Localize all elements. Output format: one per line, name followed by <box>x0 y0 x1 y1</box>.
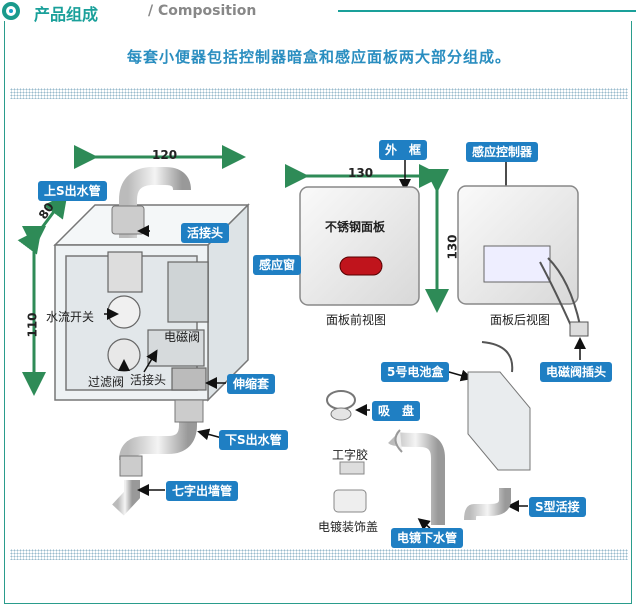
dot-divider-top <box>10 88 628 99</box>
dot-divider-bottom <box>10 549 628 560</box>
sensor-window <box>339 256 383 276</box>
content-frame <box>4 21 632 604</box>
header-rule <box>338 10 636 12</box>
caption-back-view: 面板后视图 <box>490 313 551 327</box>
dim-panel-width: 130 <box>348 166 374 180</box>
label-suction-cup: 吸 盘 <box>372 401 421 421</box>
caption-front-view: 面板前视图 <box>326 313 387 327</box>
label-h-glue: 工字胶 <box>332 448 369 462</box>
label-sensor-controller: 感应控制器 <box>466 142 539 162</box>
label-water-switch: 水流开关 <box>46 310 95 324</box>
label-stainless-panel: 不锈钢面板 <box>325 220 386 234</box>
label-sensor-window: 感应窗 <box>253 255 302 275</box>
section-title: 产品组成 <box>34 5 99 24</box>
dim-box-width: 120 <box>152 148 178 162</box>
label-outer-frame: 外 框 <box>379 140 428 160</box>
label-s-union: S型活接 <box>529 497 586 517</box>
label-sleeve: 伸缩套 <box>227 374 276 394</box>
label-plated-pipe: 电镜下水管 <box>391 528 464 548</box>
label-plated-cover: 电镀装饰盖 <box>318 520 379 534</box>
dim-arrows <box>17 145 449 396</box>
label-union-head-mid: 活接头 <box>130 373 167 387</box>
label-filter-valve: 过滤阀 <box>88 375 125 389</box>
label-bottom-s-pipe: 下S出水管 <box>219 430 288 450</box>
brand-logo-icon <box>2 2 20 20</box>
section-subtitle: / Composition <box>148 3 257 19</box>
dim-panel-height: 130 <box>445 234 460 260</box>
label-union-head-top: 活接头 <box>181 223 230 243</box>
label-battery-box: 5号电池盒 <box>381 362 450 382</box>
label-seven-pipe: 七字出墙管 <box>166 481 239 501</box>
intro-text: 每套小便器包括控制器暗盒和感应面板两大部分组成。 <box>126 48 511 66</box>
dim-box-height: 110 <box>25 312 40 338</box>
label-solenoid: 电磁阀 <box>164 330 201 344</box>
label-top-s-pipe: 上S出水管 <box>38 181 107 201</box>
label-solenoid-plug: 电磁阀插头 <box>540 362 613 382</box>
